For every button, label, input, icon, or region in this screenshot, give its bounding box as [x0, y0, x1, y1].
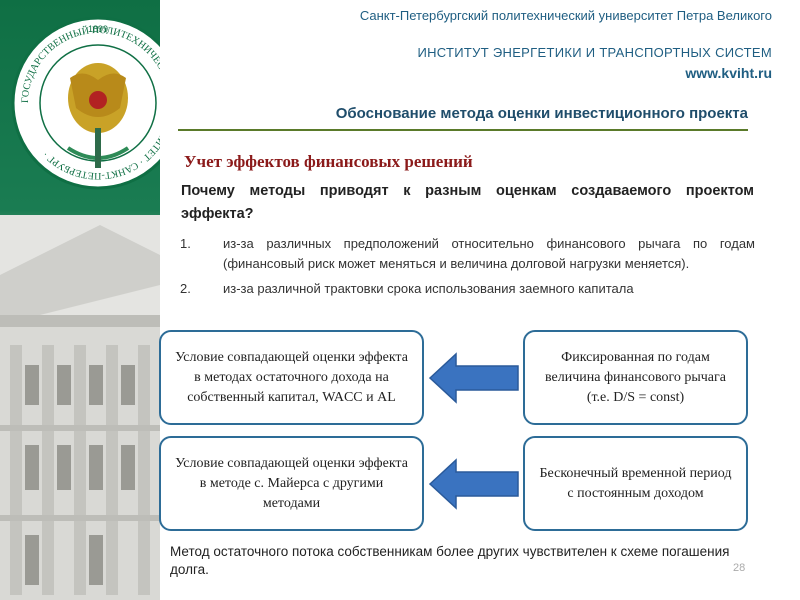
- list-item-text: из-за различной трактовки срока использо…: [223, 281, 634, 296]
- arrow-left-icon: [428, 458, 519, 510]
- seal-year: 1899: [88, 24, 108, 34]
- arrow-left-icon: [428, 352, 519, 404]
- condition-box-bottom-left: Условие совпадающей оценки эффекта в мет…: [159, 436, 424, 531]
- condition-box-bottom-right: Бесконечный временной период с постоянны…: [523, 436, 748, 531]
- institute-name: ИНСТИТУТ ЭНЕРГЕТИКИ И ТРАНСПОРТНЫХ СИСТЕ…: [417, 45, 772, 60]
- reasons-list: 1. из-за различных предположений относит…: [180, 234, 755, 299]
- condition-box-top-left: Условие совпадающей оценки эффекта в мет…: [159, 330, 424, 425]
- page-number: 28: [733, 562, 746, 574]
- slide-title: Обоснование метода оценки инвестиционног…: [335, 105, 748, 122]
- list-item-number: 2.: [180, 281, 191, 296]
- website-link[interactable]: www.kviht.ru: [685, 65, 772, 81]
- building-illustration: [0, 215, 160, 600]
- slide-title-bar: Обоснование метода оценки инвестиционног…: [178, 103, 748, 131]
- list-item-number: 1.: [180, 236, 191, 251]
- slide-subtitle: Учет эффектов финансовых решений: [184, 152, 473, 171]
- footer-note: Метод остаточного потока собственникам б…: [170, 544, 730, 577]
- sidebar-decoration: ГОСУДАРСТВЕННЫЙ ПОЛИТЕХНИЧЕСКИЙ УНИВЕРСИ…: [0, 0, 160, 600]
- condition-box-top-right: Фиксированная по годам величина финансов…: [523, 330, 748, 425]
- list-item: 2. из-за различной трактовки срока испол…: [180, 279, 755, 299]
- list-item-text: из-за различных предположений относитель…: [223, 236, 755, 271]
- university-name: Санкт-Петербургский политехнический унив…: [359, 8, 772, 23]
- list-item: 1. из-за различных предположений относит…: [180, 234, 755, 273]
- slide-header: Санкт-Петербургский политехнический унив…: [175, 0, 800, 100]
- question-text: Почему методы приводят к разным оценкам …: [181, 183, 754, 222]
- university-seal-logo: ГОСУДАРСТВЕННЫЙ ПОЛИТЕХНИЧЕСКИЙ УНИВЕРСИ…: [11, 16, 160, 190]
